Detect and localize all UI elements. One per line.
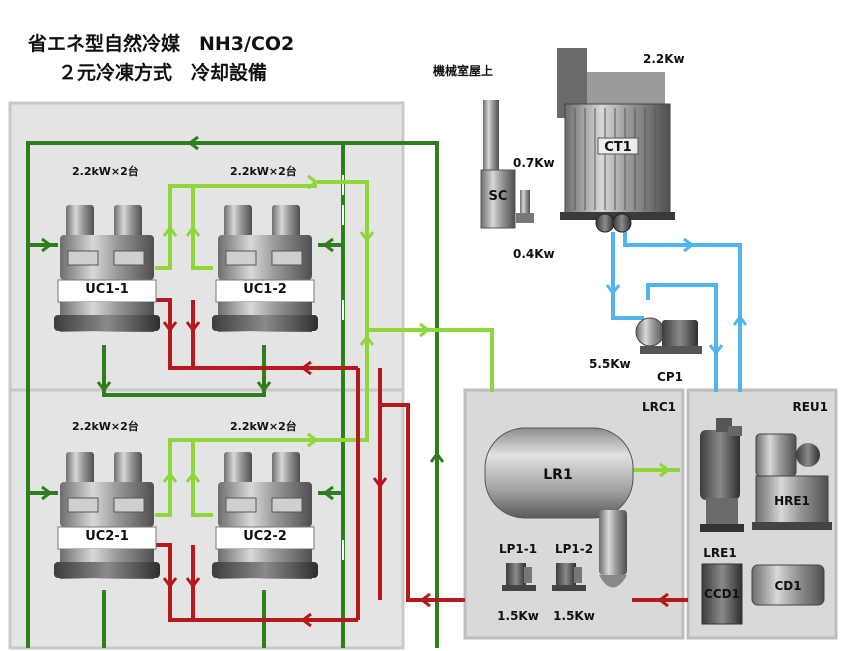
ct1-label: CT1 <box>604 140 631 155</box>
lp1-2-capacity: 1.5Kw <box>553 609 595 623</box>
light-green-pipes <box>155 180 680 517</box>
reu1-label: REU1 <box>792 400 828 414</box>
unit-cooler-uc1-1 <box>54 205 160 332</box>
uc2-left-capacity: 2.2kW×2台 <box>72 419 139 433</box>
uc1-left-capacity: 2.2kW×2台 <box>72 164 139 178</box>
uc1-2-label: UC1-2 <box>243 282 287 297</box>
lp1-1-capacity: 1.5Kw <box>497 609 539 623</box>
red-arrows <box>162 321 669 628</box>
uc2-2-label: UC2-2 <box>243 529 287 544</box>
pump-cp1 <box>635 317 702 354</box>
sc-upper-capacity: 0.7Kw <box>513 156 555 170</box>
pump-lp1-1 <box>502 563 536 591</box>
uc1-right-capacity: 2.2kW×2台 <box>230 164 297 178</box>
sc-lower-capacity: 0.4Kw <box>513 247 555 261</box>
cd1-label: CD1 <box>774 579 801 593</box>
sc-unit <box>480 100 534 229</box>
cooling-tower-ct1 <box>557 48 675 233</box>
lp1-2-label: LP1-2 <box>555 542 593 556</box>
lrc1-label: LRC1 <box>642 400 676 414</box>
blue-pipes <box>611 232 742 392</box>
uc2-1-label: UC2-1 <box>85 529 129 544</box>
light-green-arrows <box>162 174 671 483</box>
title-line-2: ２元冷凍方式 冷却設備 <box>58 61 267 84</box>
unit-cooler-uc2-1 <box>54 452 160 579</box>
rooftop-label: 機械室屋上 <box>433 63 493 78</box>
lp1-1-label: LP1-1 <box>499 542 537 556</box>
unit-cooler-uc1-2 <box>212 205 318 332</box>
unit-cooler-uc2-2 <box>212 452 318 579</box>
hre1-label: HRE1 <box>774 494 810 508</box>
lre1-label: LRE1 <box>703 546 736 560</box>
ct1-capacity: 2.2Kw <box>643 52 685 66</box>
condenser-cd1 <box>751 564 825 606</box>
dark-green-arrows <box>41 135 445 501</box>
condenser-ccd1 <box>701 563 743 625</box>
ccd1-label: CCD1 <box>704 587 740 601</box>
uc1-1-label: UC1-1 <box>85 282 129 297</box>
title-line-1: 省エネ型自然冷媒 NH3/CO2 <box>27 32 294 55</box>
cp1-capacity: 5.5Kw <box>589 357 631 371</box>
heat-recovery-hre1 <box>752 433 832 530</box>
uc2-right-capacity: 2.2kW×2台 <box>230 419 297 433</box>
blue-arrows <box>605 237 748 356</box>
sc-label: SC <box>489 189 508 204</box>
lr1-label: LR1 <box>543 467 572 483</box>
receiver-tank-lr1 <box>484 427 634 588</box>
pump-lp1-2 <box>552 563 586 591</box>
compressor-reu1 <box>700 418 744 532</box>
cp1-label: CP1 <box>657 370 683 384</box>
